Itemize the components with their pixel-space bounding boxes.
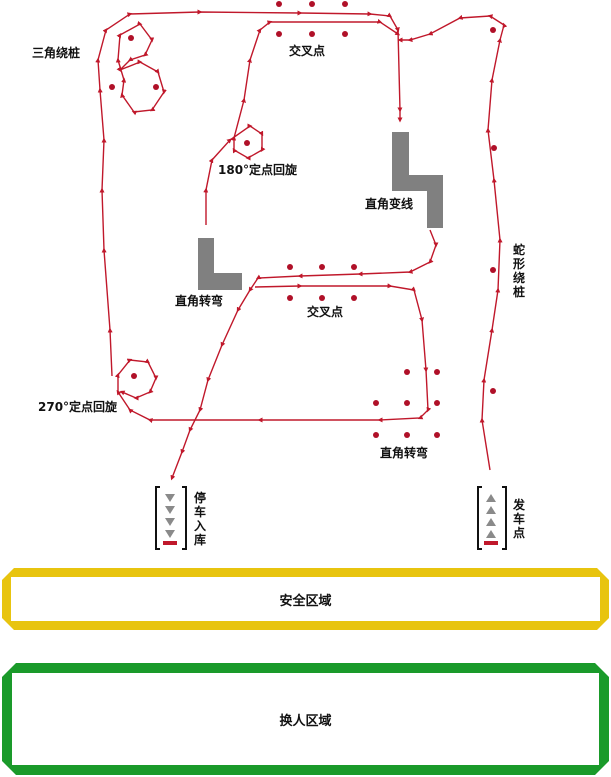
cone-rt-2 — [434, 369, 440, 375]
cone-rt-1 — [404, 369, 410, 375]
cone-top-1 — [276, 1, 282, 7]
route-triangle-loop — [115, 21, 167, 116]
cone-triangle-3 — [153, 84, 159, 90]
parking-bracket-left — [155, 486, 160, 550]
cone-mid-4 — [287, 295, 293, 301]
label-lane-change: 直角变线 — [365, 197, 414, 211]
safe-zone: 安全区域 — [2, 568, 609, 630]
cone-slalom-2 — [491, 145, 497, 151]
cone-rt-6 — [373, 432, 379, 438]
route-pivot-270 — [114, 358, 159, 401]
cones — [109, 1, 497, 438]
cone-top-3 — [342, 1, 348, 7]
route-mid-cross — [116, 283, 432, 424]
cone-top-6 — [342, 31, 348, 37]
cone-triangle-1 — [128, 35, 134, 41]
cone-mid-2 — [319, 264, 325, 270]
label-right-turn-bottom: 直角转弯 — [380, 446, 429, 460]
change-zone-label: 换人区域 — [279, 713, 332, 729]
route — [95, 9, 508, 481]
change-zone: 换人区域 — [2, 663, 609, 775]
safe-zone-label: 安全区域 — [279, 593, 332, 609]
start-up-arrow-icon — [486, 494, 496, 538]
label-parking: 停车入库 — [193, 491, 206, 547]
cone-top-4 — [276, 31, 282, 37]
cone-rt-3 — [373, 400, 379, 406]
start-bar — [484, 541, 498, 545]
cone-slalom-3 — [490, 267, 496, 273]
label-pivot-180: 180°定点回旋 — [218, 163, 298, 177]
route-pivot-180 — [203, 18, 401, 225]
cone-pivot-270 — [131, 373, 137, 379]
cone-rt-4 — [404, 400, 410, 406]
parking-bracket-right — [182, 486, 187, 550]
cone-triangle-2 — [109, 84, 115, 90]
label-slalom: 蛇形绕桩 — [512, 243, 525, 299]
lane-change-obstacle — [392, 132, 443, 228]
cone-rt-7 — [404, 432, 410, 438]
cone-mid-3 — [351, 264, 357, 270]
parking-stall — [155, 486, 187, 550]
route-top-loop — [95, 9, 403, 377]
cone-slalom-1 — [490, 27, 496, 33]
label-start: 发车点 — [512, 498, 525, 540]
label-pivot-270: 270°定点回旋 — [38, 400, 118, 414]
cone-top-2 — [309, 1, 315, 7]
parking-down-arrow-icon — [165, 494, 175, 538]
cone-mid-5 — [319, 295, 325, 301]
label-right-turn-left: 直角转弯 — [175, 294, 224, 308]
label-triangle: 三角绕桩 — [32, 46, 81, 60]
parking-stop-bar — [163, 541, 177, 545]
label-cross-mid: 交叉点 — [307, 305, 344, 319]
label-cross-top: 交叉点 — [289, 44, 326, 58]
right-turn-obstacle — [198, 238, 242, 290]
cone-top-5 — [309, 31, 315, 37]
cone-slalom-4 — [490, 388, 496, 394]
cone-rt-5 — [434, 400, 440, 406]
cone-rt-8 — [434, 432, 440, 438]
cone-pivot-180 — [244, 140, 250, 146]
start-bracket-right — [502, 486, 507, 550]
cone-mid-6 — [351, 295, 357, 301]
start-bracket-left — [477, 486, 482, 550]
start-stall — [477, 486, 507, 550]
cone-mid-1 — [287, 264, 293, 270]
route-slalom — [397, 14, 508, 471]
